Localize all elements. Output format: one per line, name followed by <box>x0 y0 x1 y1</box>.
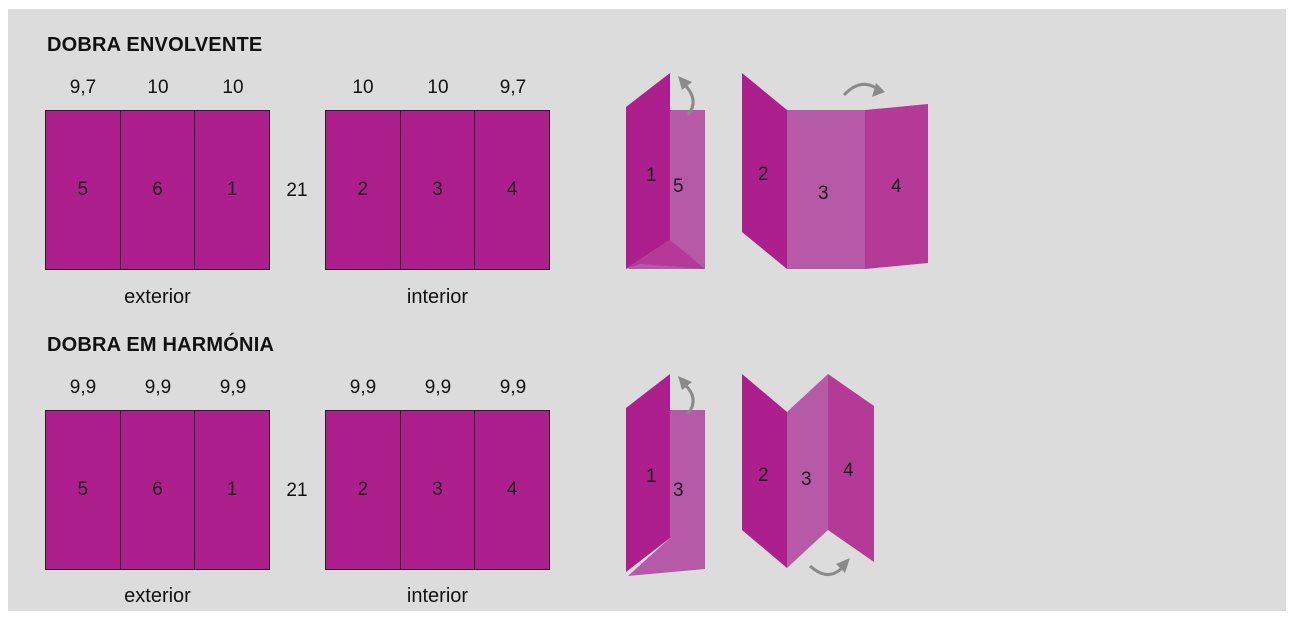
sheet-panel: 2 <box>326 111 401 269</box>
width-label: 9,9 <box>349 377 377 398</box>
right-panel <box>865 104 928 269</box>
panel-number: 3 <box>818 183 829 204</box>
interior-sheet: 2 3 4 <box>325 410 550 570</box>
panel-number: 1 <box>646 466 657 487</box>
sheet-panel: 4 <box>475 111 550 269</box>
sheet-caption: interior <box>406 585 469 607</box>
panel-number: 1 <box>646 165 657 186</box>
width-label: 10 <box>147 77 169 98</box>
width-label: 9,7 <box>499 77 527 98</box>
fold-arrow-icon <box>809 564 844 576</box>
panel-number: 2 <box>758 164 769 185</box>
width-label: 10 <box>222 77 244 98</box>
folded-back-panel <box>628 110 705 269</box>
panel-number: 2 <box>758 465 769 486</box>
width-label: 9,9 <box>69 377 97 398</box>
arrow-head-icon <box>678 376 692 390</box>
width-label: 9,9 <box>219 377 247 398</box>
sheet-panel: 3 <box>400 411 476 569</box>
sheet-panel: 4 <box>475 411 550 569</box>
right-panel <box>828 374 874 562</box>
width-label: 9,9 <box>424 377 452 398</box>
sheet-panel: 3 <box>400 111 476 269</box>
width-label: 9,9 <box>499 377 527 398</box>
arrow-head-icon <box>678 76 692 90</box>
interior-sheet: 2 3 4 <box>325 110 550 270</box>
sheet-panel: 1 <box>195 111 270 269</box>
folded-back-panel <box>628 410 705 576</box>
sheet-panel: 6 <box>120 111 196 269</box>
folded-front-panel <box>626 73 670 269</box>
width-label: 9,7 <box>69 77 97 98</box>
panel-number: 3 <box>801 469 812 490</box>
sheet-panel: 5 <box>46 411 121 569</box>
sheet-panel: 5 <box>46 111 121 269</box>
sheet-caption: exterior <box>124 286 191 308</box>
sheet-panel: 1 <box>195 411 270 569</box>
height-label: 21 <box>286 480 308 501</box>
sheet-caption: interior <box>406 286 469 308</box>
height-label: 21 <box>286 180 308 201</box>
arrow-head-icon <box>872 83 885 97</box>
left-panel <box>742 374 787 568</box>
sheet-caption: exterior <box>124 585 191 607</box>
middle-panel <box>787 110 865 269</box>
middle-panel <box>787 374 828 568</box>
width-label: 10 <box>427 77 449 98</box>
left-panel <box>742 73 787 269</box>
arrow-head-icon <box>836 558 850 573</box>
width-label: 10 <box>352 77 374 98</box>
folded-bottom-edge <box>626 240 705 269</box>
section-title: DOBRA ENVOLVENTE <box>47 34 263 56</box>
exterior-sheet: 5 6 1 <box>45 410 270 570</box>
fold-arrow-icon <box>842 82 877 97</box>
sheet-panel: 2 <box>326 411 401 569</box>
exterior-sheet: 5 6 1 <box>45 110 270 270</box>
panel-number: 5 <box>673 176 684 197</box>
panel-number: 4 <box>891 176 902 197</box>
panel-number: 4 <box>843 460 854 481</box>
width-label: 9,9 <box>144 377 172 398</box>
panel-number: 3 <box>673 480 684 501</box>
section-title: DOBRA EM HARMÓNIA <box>47 334 275 356</box>
sheet-panel: 6 <box>120 411 196 569</box>
folded-front-panel <box>626 374 670 572</box>
fold-arrow-icon <box>682 82 695 116</box>
